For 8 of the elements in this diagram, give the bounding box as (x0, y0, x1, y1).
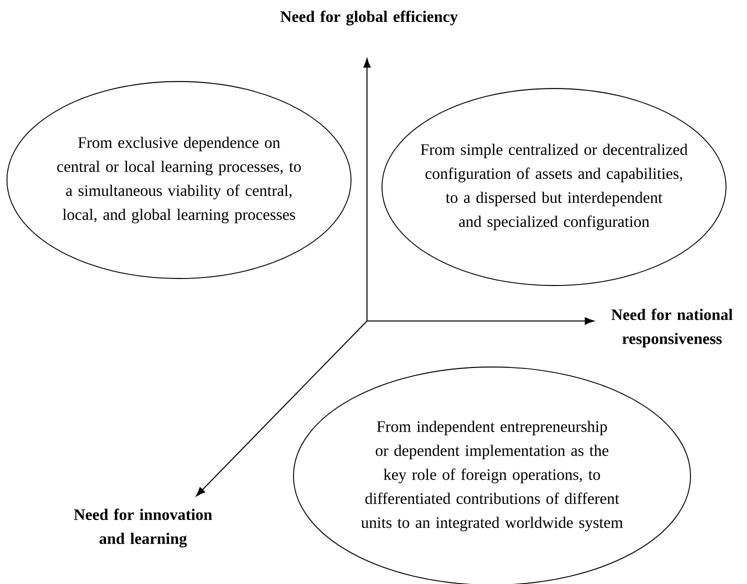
axis-label: Need for national responsiveness (611, 308, 733, 348)
ellipse-node: From simple centralized or decentralized configuration of assets and capabilities, to a dispersed but interdependent and specialized configuration (382, 88, 726, 286)
axis-arrow (363, 58, 371, 322)
axis-arrow (196, 320, 368, 496)
axis-label: Need for global efficiency (280, 10, 458, 26)
axis-label: Need for innovation and learning (74, 508, 212, 548)
ellipse-node: From exclusive dependence on central or local learning processes, to a simultaneous viability of central, local, and global learning processes (6, 81, 352, 279)
axis-arrow (366, 317, 594, 325)
